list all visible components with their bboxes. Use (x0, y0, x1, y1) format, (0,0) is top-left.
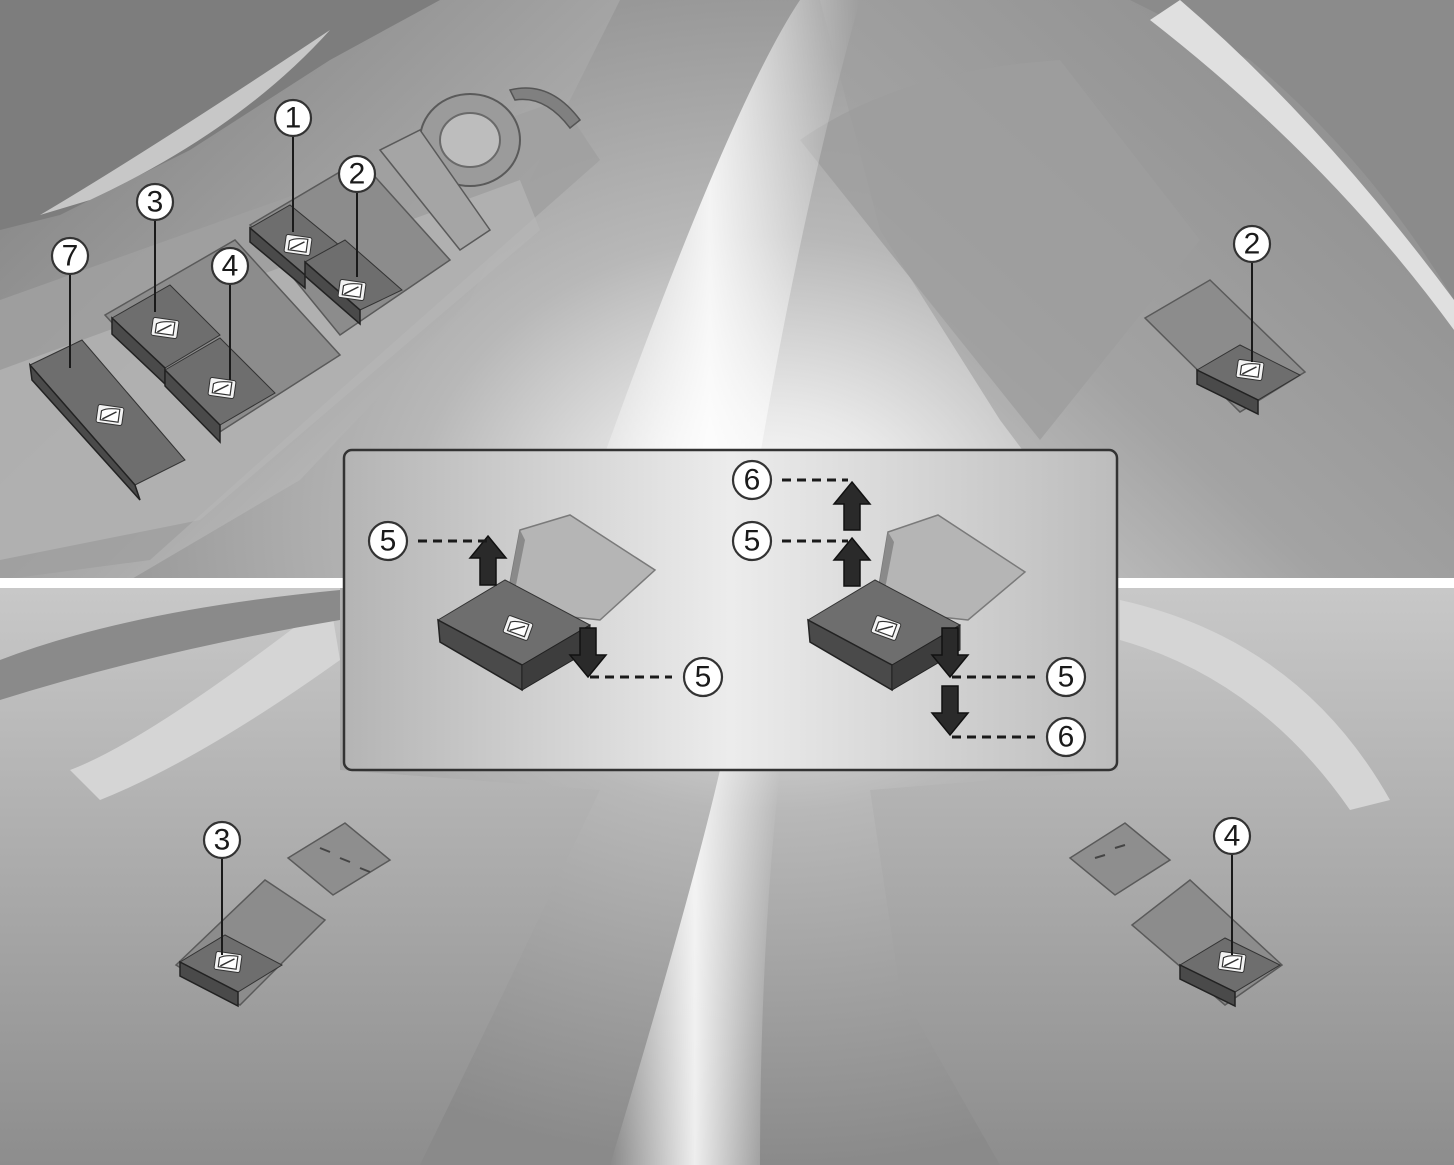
right-up-arrow-1 (832, 536, 872, 587)
svg-text:6: 6 (1058, 721, 1075, 754)
callout-6-right-up: 6 (731, 459, 773, 501)
svg-text:7: 7 (62, 240, 79, 273)
svg-text:5: 5 (380, 525, 397, 558)
switch-2-passenger-window[interactable] (1195, 344, 1302, 416)
left-up-arrow (468, 534, 508, 586)
right-down-arrow-1 (930, 627, 970, 679)
svg-text:5: 5 (1058, 661, 1075, 694)
callout-5-right-up: 5 (731, 520, 773, 562)
callout-4: 4 (210, 246, 250, 286)
callout-4-rear-right: 4 (1212, 816, 1252, 856)
svg-text:6: 6 (744, 464, 761, 497)
svg-text:3: 3 (214, 824, 231, 857)
switch-7-child-safety[interactable] (28, 339, 186, 501)
rear-left-switch-unit: 3 (174, 820, 392, 1008)
svg-text:4: 4 (1224, 820, 1241, 853)
operation-detail-inset: 5 5 6 5 (342, 448, 1119, 772)
svg-text:3: 3 (147, 186, 164, 219)
callout-6-right-down: 6 (1045, 716, 1087, 758)
switch-4-rear-right-window[interactable] (164, 337, 276, 444)
right-up-arrow-2 (832, 480, 872, 531)
manual-switch-illustration (436, 514, 657, 692)
light-beam-bottom (610, 770, 780, 1165)
left-down-arrow (568, 627, 608, 679)
rear-right-blank-panel (1068, 822, 1172, 896)
callout-7: 7 (50, 236, 90, 276)
door-lock-button[interactable] (378, 129, 492, 252)
passenger-switch-unit: 2 (1143, 224, 1307, 416)
rear-left-blank-panel (286, 822, 392, 896)
right-down-arrow-2 (930, 685, 970, 737)
callout-3: 3 (135, 182, 175, 222)
svg-text:1: 1 (285, 102, 302, 135)
svg-text:4: 4 (222, 250, 239, 283)
svg-text:2: 2 (1244, 228, 1261, 261)
svg-text:5: 5 (744, 525, 761, 558)
switch-3-rear-left-door[interactable] (178, 934, 284, 1008)
rear-right-door-panel (870, 588, 1454, 1165)
svg-text:2: 2 (349, 158, 366, 191)
auto-switch-illustration (806, 514, 1027, 692)
rear-right-switch-unit: 4 (1068, 816, 1284, 1008)
callout-5-right-down: 5 (1045, 656, 1087, 698)
callout-2-passenger: 2 (1232, 224, 1272, 264)
mirror-adjust-knob (419, 87, 582, 187)
light-beam-top (560, 0, 860, 580)
callout-5-left-down: 5 (682, 656, 724, 698)
callout-5-left-up: 5 (367, 520, 409, 562)
callout-3-rear-left: 3 (202, 820, 242, 860)
driver-switch-cluster: 1 2 3 4 7 (28, 87, 582, 501)
switch-2-front-passenger-window[interactable] (304, 239, 403, 326)
callout-1: 1 (273, 98, 313, 138)
rear-left-door-panel (0, 588, 600, 1165)
passenger-door-panel (800, 0, 1454, 580)
switch-4-rear-right-door[interactable] (1178, 937, 1282, 1008)
svg-text:5: 5 (695, 661, 712, 694)
callout-2: 2 (337, 154, 377, 194)
